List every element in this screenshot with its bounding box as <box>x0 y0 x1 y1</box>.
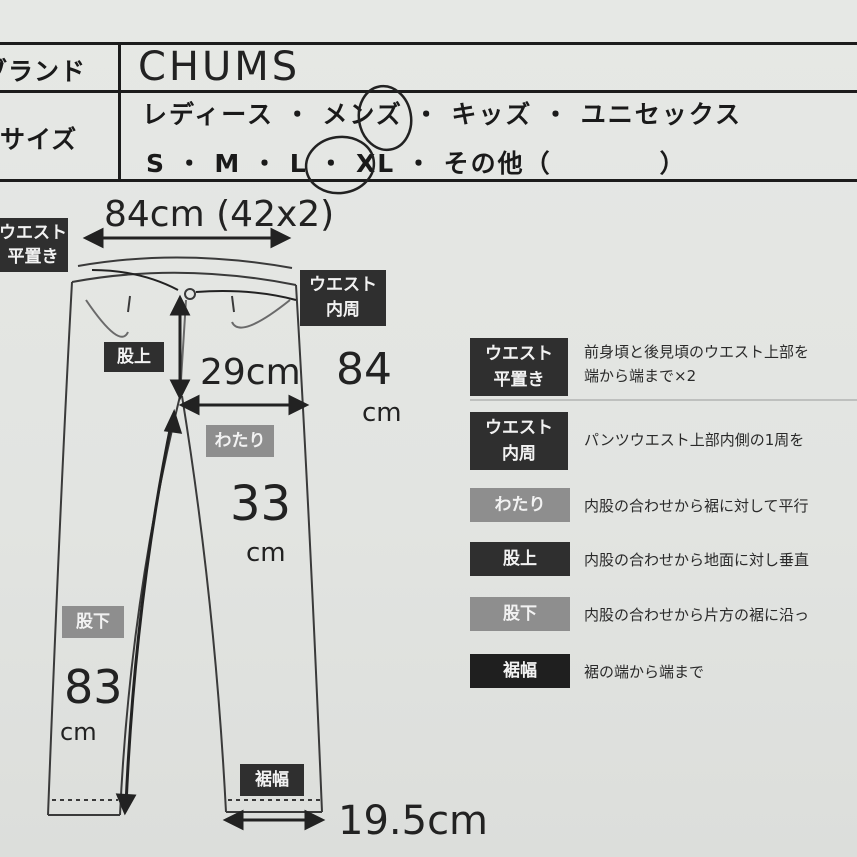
legend-text-waist-round: パンツウエスト上部内側の1周を <box>584 431 805 449</box>
hem-value: 19.5cm <box>338 798 489 844</box>
legend-tag-waist-round: ウエスト 内周 <box>470 412 568 470</box>
gender-options: レディース ・ メンズ ・ キッズ ・ ユニセックス <box>142 100 742 129</box>
brand-value: CHUMS <box>138 44 301 90</box>
waist-flat-value: 84cm (42x2) <box>104 194 335 235</box>
thigh-tag: わたり <box>206 425 274 457</box>
rise-tag: 股上 <box>104 342 164 372</box>
size-label: サイズ <box>0 125 78 154</box>
legend-text-rise: 内股の合わせから地面に対し垂直 <box>584 551 810 569</box>
thigh-value: 33 <box>230 476 292 532</box>
waist-round-unit: cm <box>362 398 402 428</box>
brand-label: ブランド <box>0 57 87 86</box>
table-bottom-line <box>0 179 857 182</box>
inseam-unit: cm <box>60 718 97 746</box>
legend-tag-thigh: わたり <box>470 488 570 522</box>
rise-value: 29cm <box>200 352 301 393</box>
inseam-tag: 股下 <box>62 606 124 638</box>
hem-tag: 裾幅 <box>240 764 304 796</box>
legend-text-waist-flat: 前身頃と後見頃のウエスト上部を 端から端まで×2 <box>584 343 810 385</box>
legend-text-inseam: 内股の合わせから片方の裾に沿っ <box>584 606 810 624</box>
inseam-value: 83 <box>64 660 123 714</box>
legend-tag-hem: 裾幅 <box>470 654 570 688</box>
table-top-line <box>0 42 857 45</box>
legend-tag-rise: 股上 <box>470 542 570 576</box>
size-options: S ・ M ・ L ・ XL ・ その他（ ） <box>146 149 687 178</box>
thigh-unit: cm <box>246 538 286 568</box>
legend-tag-waist-flat: ウエスト 平置き <box>470 338 568 396</box>
waist-flat-tag: ウエスト 平置き <box>0 218 68 272</box>
table-column-divider <box>118 42 121 182</box>
waist-round-tag: ウエスト 内周 <box>300 270 386 326</box>
legend-text-hem: 裾の端から端まで <box>584 663 705 681</box>
legend-text-thigh: 内股の合わせから裾に対して平行 <box>584 497 809 515</box>
table-row-divider <box>0 90 857 93</box>
legend-tag-inseam: 股下 <box>470 597 570 631</box>
waist-round-value: 84 <box>336 344 392 395</box>
